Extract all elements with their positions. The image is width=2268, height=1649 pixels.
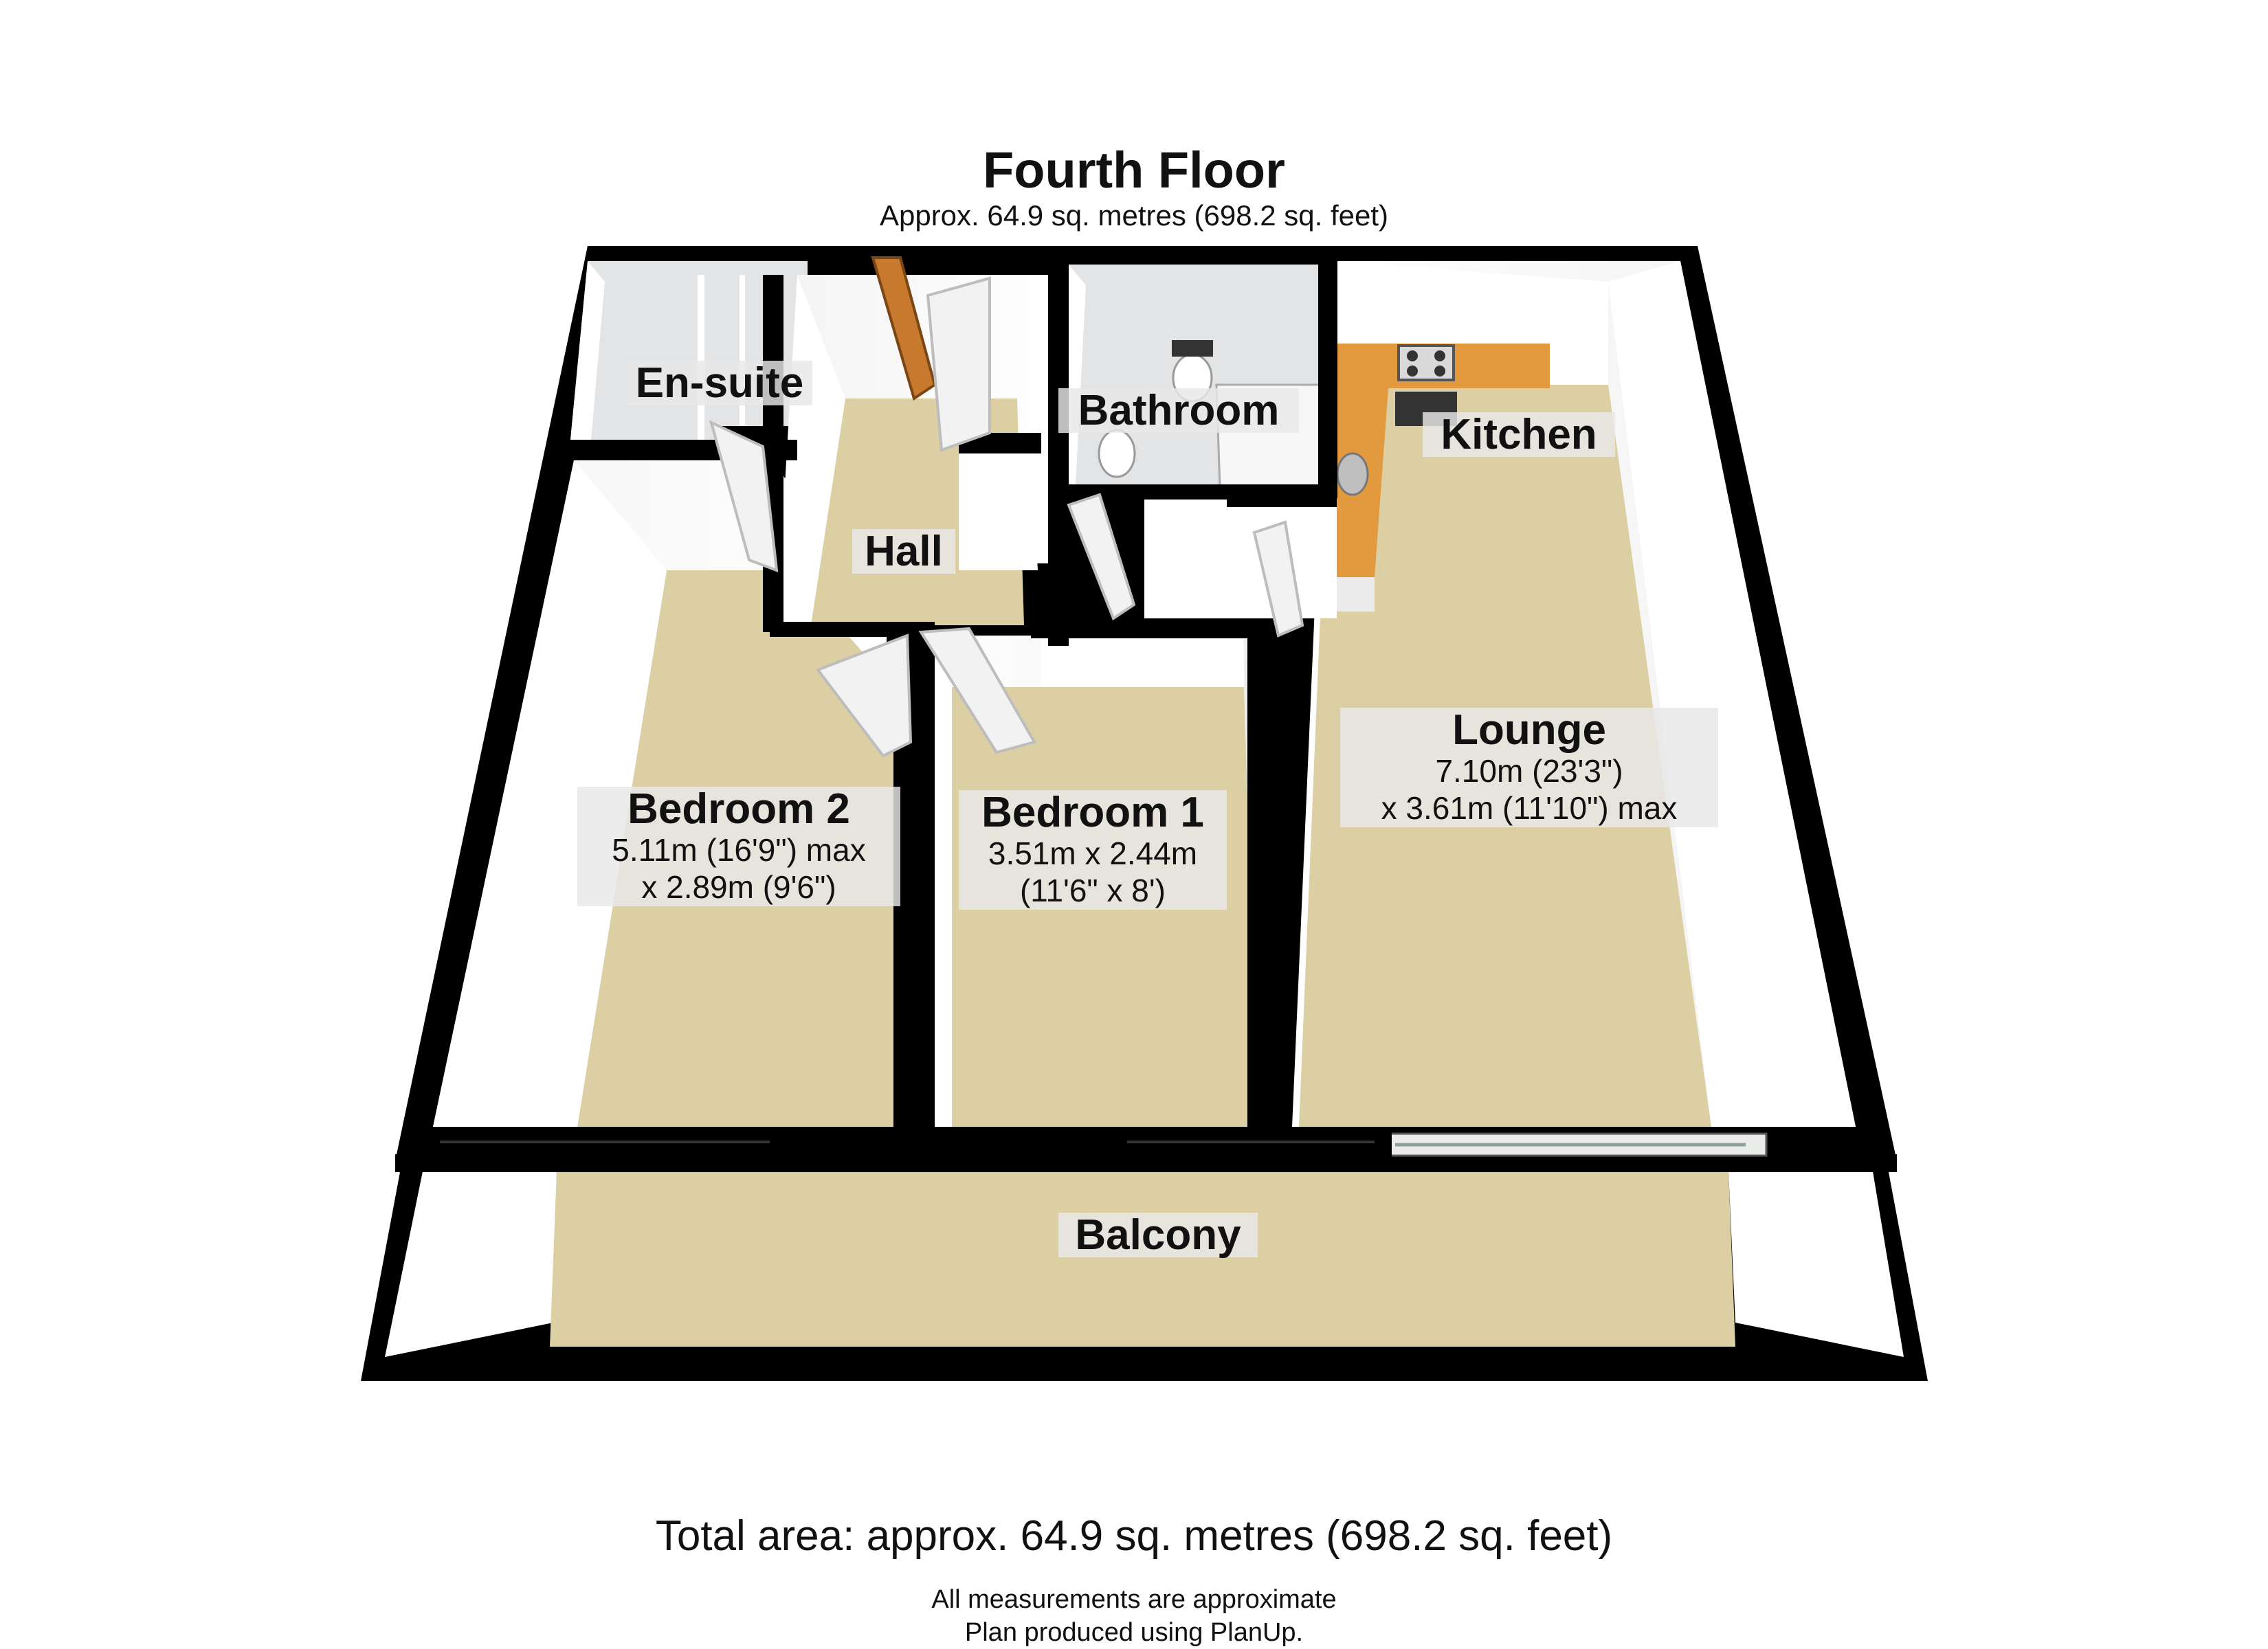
ensuite-door (709, 420, 779, 573)
credit-note: Plan produced using PlanUp. (964, 1617, 1304, 1647)
hall-cupboard-door (926, 276, 991, 452)
page-subtitle: Approx. 64.9 sq. metres (698.2 sq. feet) (879, 199, 1389, 232)
balcony-floor (550, 1171, 1735, 1347)
balcony-area (361, 1132, 1928, 1381)
kitchen-label: Kitchen (1423, 412, 1615, 457)
windows (440, 1141, 1375, 1143)
bedroom-2-label: Bedroom 2 5.11m (16'9") max x 2.89m (9'6… (577, 787, 900, 906)
ensuite-label: En-suite (627, 361, 812, 405)
kitchen-door (1252, 520, 1304, 638)
page-title: Fourth Floor (983, 142, 1285, 199)
balcony-label: Balcony (1058, 1213, 1258, 1257)
bathroom-door (1067, 493, 1136, 621)
total-area: Total area: approx. 64.9 sq. metres (698… (655, 1512, 1613, 1560)
hall-label: Hall (852, 529, 955, 574)
bathroom-label: Bathroom (1058, 388, 1299, 433)
bedroom-2-door (815, 633, 913, 758)
interior-walls (430, 433, 1392, 1158)
doors (709, 276, 1304, 758)
measurement-note: All measurements are approximate (931, 1585, 1337, 1614)
bedroom-1-label: Bedroom 1 3.51m x 2.44m (11'6" x 8') (959, 790, 1227, 910)
bedroom-1-door (918, 627, 1037, 754)
lounge-label: Lounge 7.10m (23'3") x 3.61m (11'10") ma… (1340, 708, 1718, 827)
